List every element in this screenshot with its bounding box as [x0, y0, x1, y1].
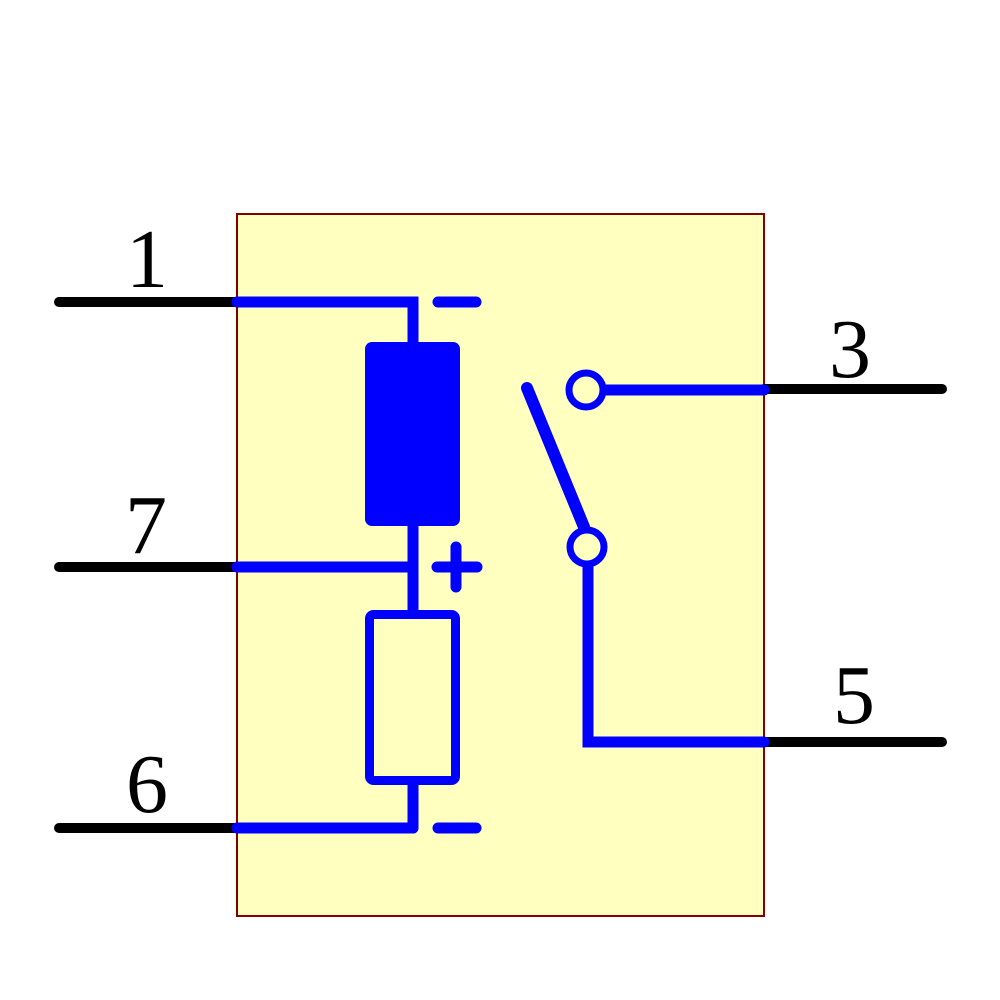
pin-number-3: 3: [829, 303, 871, 396]
pin-number-5: 5: [833, 649, 875, 742]
pin-labels: 1 7 6 3 5: [125, 213, 875, 831]
pin-number-6: 6: [126, 738, 168, 831]
wire-contact-to-pin5: [582, 560, 770, 748]
wire-pin1-to-coil: [231, 296, 419, 352]
pin-number-7: 7: [125, 479, 167, 572]
coil-filled-rect: [365, 342, 460, 526]
coil-circuit: [231, 296, 483, 834]
switch-contact: [521, 369, 770, 748]
switch-blade: [521, 382, 590, 533]
pin-leads: [54, 297, 947, 833]
pin-number-1: 1: [126, 213, 168, 306]
